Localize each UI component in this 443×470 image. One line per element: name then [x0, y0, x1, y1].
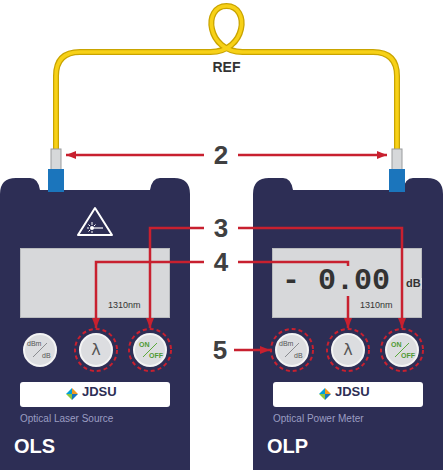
display-screen: 1310nm [20, 248, 170, 318]
device-body: JDSUOptical Laser SourceOLS1310nmdBmdBλO… [0, 178, 190, 470]
device-body: JDSU Optical Power MeterOLP - 0.00 dB 1310nm… [253, 178, 443, 470]
power-button: ON OFF [385, 333, 419, 367]
wavelength-readout: 1310nm [107, 301, 142, 310]
reference-cable [56, 6, 397, 178]
button-label: OFF [401, 352, 415, 359]
brand-logo [66, 388, 78, 400]
button-label: dBm [27, 340, 41, 347]
callout-number: 4 [207, 247, 235, 277]
button-label: ON [391, 341, 402, 348]
button-label: λ [81, 342, 111, 358]
cable-label: REF [211, 59, 243, 75]
power-readout: - 0.00 [281, 266, 391, 296]
display-screen: - 0.00 dB 1310nm [272, 248, 422, 318]
button-label: ON [139, 341, 150, 348]
unit-button: dBmdB [275, 333, 309, 367]
device-name: Optical Power Meter [273, 414, 364, 424]
device-name: Optical Laser Source [20, 414, 113, 424]
power-button: ON OFF [133, 333, 167, 367]
brand-band [20, 382, 170, 407]
button-divider [143, 343, 157, 357]
callout-number: 5 [206, 335, 234, 365]
highlight-circle [75, 329, 423, 371]
device-outline [0, 178, 190, 470]
button-label: λ [333, 342, 363, 358]
wavelength-button: λ [331, 333, 365, 367]
device-label: OLS [14, 436, 55, 456]
fiber-connector [48, 149, 64, 192]
unit-button: dBmdB [23, 333, 57, 367]
leader-line [66, 155, 402, 350]
callout-number: 2 [207, 140, 235, 170]
button-label: dB [42, 352, 51, 359]
device-outline [253, 178, 443, 470]
brand-name: JDSU [82, 385, 117, 398]
button-divider [285, 343, 299, 357]
brand-logo [319, 388, 331, 400]
fiber-connector [389, 149, 405, 192]
brand-band [273, 382, 423, 407]
brand-name: JDSU [335, 385, 370, 398]
unit-readout: dB [405, 278, 422, 289]
device-label: OLP [267, 436, 308, 456]
wavelength-readout: 1310nm [359, 301, 394, 310]
callout-number: 3 [207, 213, 235, 243]
button-label: dB [294, 352, 303, 359]
button-label: OFF [149, 352, 163, 359]
laser-warning-symbol [78, 208, 112, 235]
button-divider [33, 343, 47, 357]
button-label: dBm [279, 340, 293, 347]
wavelength-button: λ [79, 333, 113, 367]
button-divider [395, 343, 409, 357]
